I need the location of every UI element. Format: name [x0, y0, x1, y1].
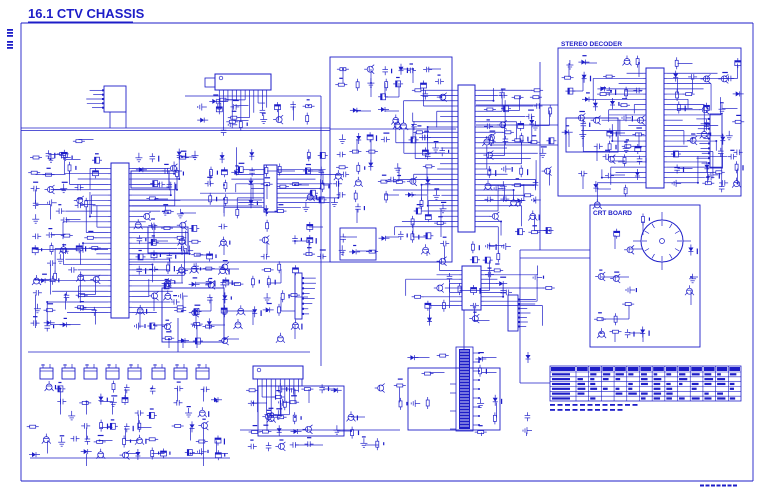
voltage-table: [549, 365, 742, 411]
top-if-ic: [204, 73, 272, 136]
page-frame: [20, 21, 754, 482]
crt-board-box: CRT BOARD: [589, 204, 701, 348]
cluster-right-of-center-ic: [483, 95, 557, 236]
left-main-ic: [38, 148, 194, 332]
cluster-top-left: [45, 139, 94, 160]
topleft-connector: [86, 85, 127, 113]
cluster-right-of-left-ic: [133, 150, 232, 332]
cluster-psu-bottom-left: [26, 380, 228, 466]
cluster-stereo-left: [561, 55, 647, 197]
fbt-section-box: [407, 367, 501, 431]
crt-tube: [633, 212, 691, 270]
mid-connector: [507, 294, 536, 332]
cluster-bottom-mid: [246, 383, 385, 452]
sheet-code-vertical-text: [7, 29, 13, 49]
flyback-transformer: [450, 346, 480, 432]
cluster-stereo-right: [670, 57, 745, 188]
cluster-mid: [231, 149, 330, 260]
bottom-mid-box: [257, 385, 345, 437]
cluster-left-column: [28, 153, 108, 328]
cluster-center-sub: [424, 236, 511, 326]
cluster-crt-inner: [594, 213, 650, 342]
cluster-mid-lower: [161, 260, 308, 348]
if-video-section-box: [329, 56, 453, 263]
crt-board-box-label: CRT BOARD: [593, 210, 632, 217]
page-title: 16.1 CTV CHASSIS: [28, 6, 145, 21]
stereo-decoder-box-label: STEREO DECODER: [561, 41, 622, 48]
watermark-text: [700, 484, 737, 487]
schematic-diagram: STEREO DECODER CRT BOARD: [21, 41, 745, 466]
cluster-crt-right: [684, 244, 698, 305]
cluster-left-of-fbt: [393, 353, 449, 410]
cluster-top-mid: [197, 99, 315, 125]
stereo-connector: [696, 113, 723, 169]
stereo-sub-box: [565, 117, 619, 153]
cluster-right-of-fbt: [474, 352, 532, 436]
bottom-regulator-ic: [252, 365, 304, 423]
capacitor-row: [39, 364, 210, 380]
cluster-if-box: [335, 63, 450, 256]
center-sub-ic: [405, 262, 555, 326]
stereo-decoder-ic: [580, 67, 737, 210]
if-inner-box: [339, 227, 377, 261]
mid-vert-connector: [294, 272, 316, 320]
left-sub-box-1: [130, 170, 170, 189]
